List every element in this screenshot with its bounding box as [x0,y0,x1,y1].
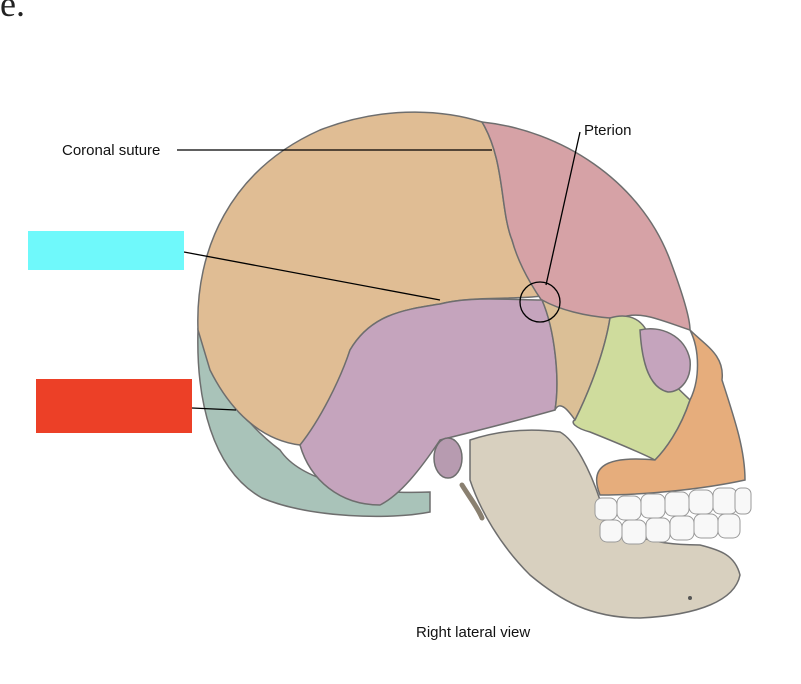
mental-foramen [688,596,692,600]
answer-box-cyan[interactable] [28,231,184,270]
teeth [594,487,752,545]
external-acoustic-meatus [433,437,463,479]
pterion-marker [519,281,561,323]
coronal-suture-label: Coronal suture [62,142,161,159]
maxilla-bone [595,329,746,496]
pterion-label: Pterion [584,122,632,139]
orbit [639,328,691,393]
cyan-box-leader [183,251,441,301]
view-caption: Right lateral view [416,624,531,641]
answer-box-red[interactable] [36,379,192,433]
pterion-leader [545,131,581,286]
styloid-process [459,482,485,521]
temporal-bone [299,298,558,506]
cropped-text-fragment: e. [0,0,25,24]
red-box-leader [191,407,237,411]
